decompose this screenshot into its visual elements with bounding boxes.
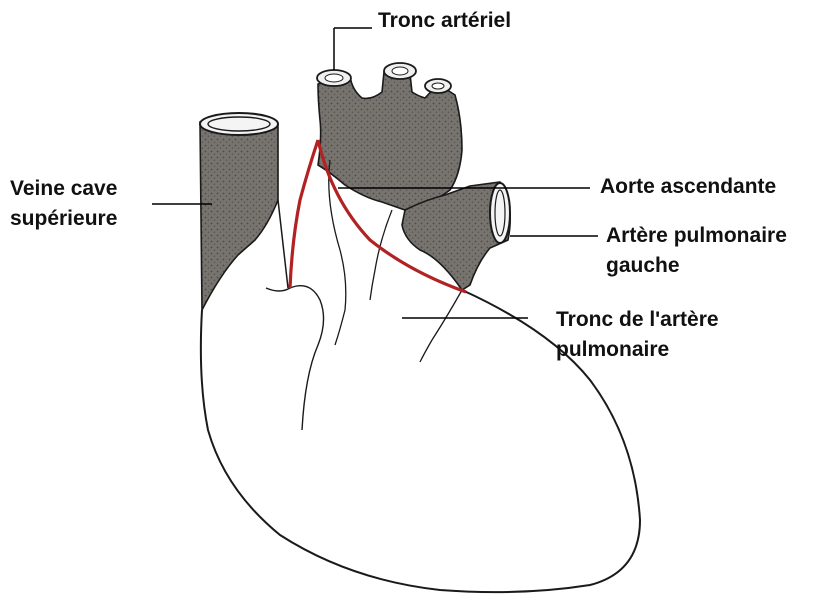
label-tronc-arteriel: Tronc artériel [378,6,511,36]
label-tronc-artere-pulmonaire: Tronc de l'artère pulmonaire [556,305,719,365]
label-aorte-ascendante: Aorte ascendante [600,172,776,202]
atrial-groove [266,286,324,430]
pulmonary-artery-opening [490,183,510,243]
interventricular-line [420,290,462,362]
label-artere-pulmonaire-gauche: Artère pulmonaire gauche [606,221,787,281]
label-veine-cave-superieure: Veine cave supérieure [10,174,117,234]
red-boundary-left [290,140,318,288]
superior-vena-cava [200,122,278,310]
